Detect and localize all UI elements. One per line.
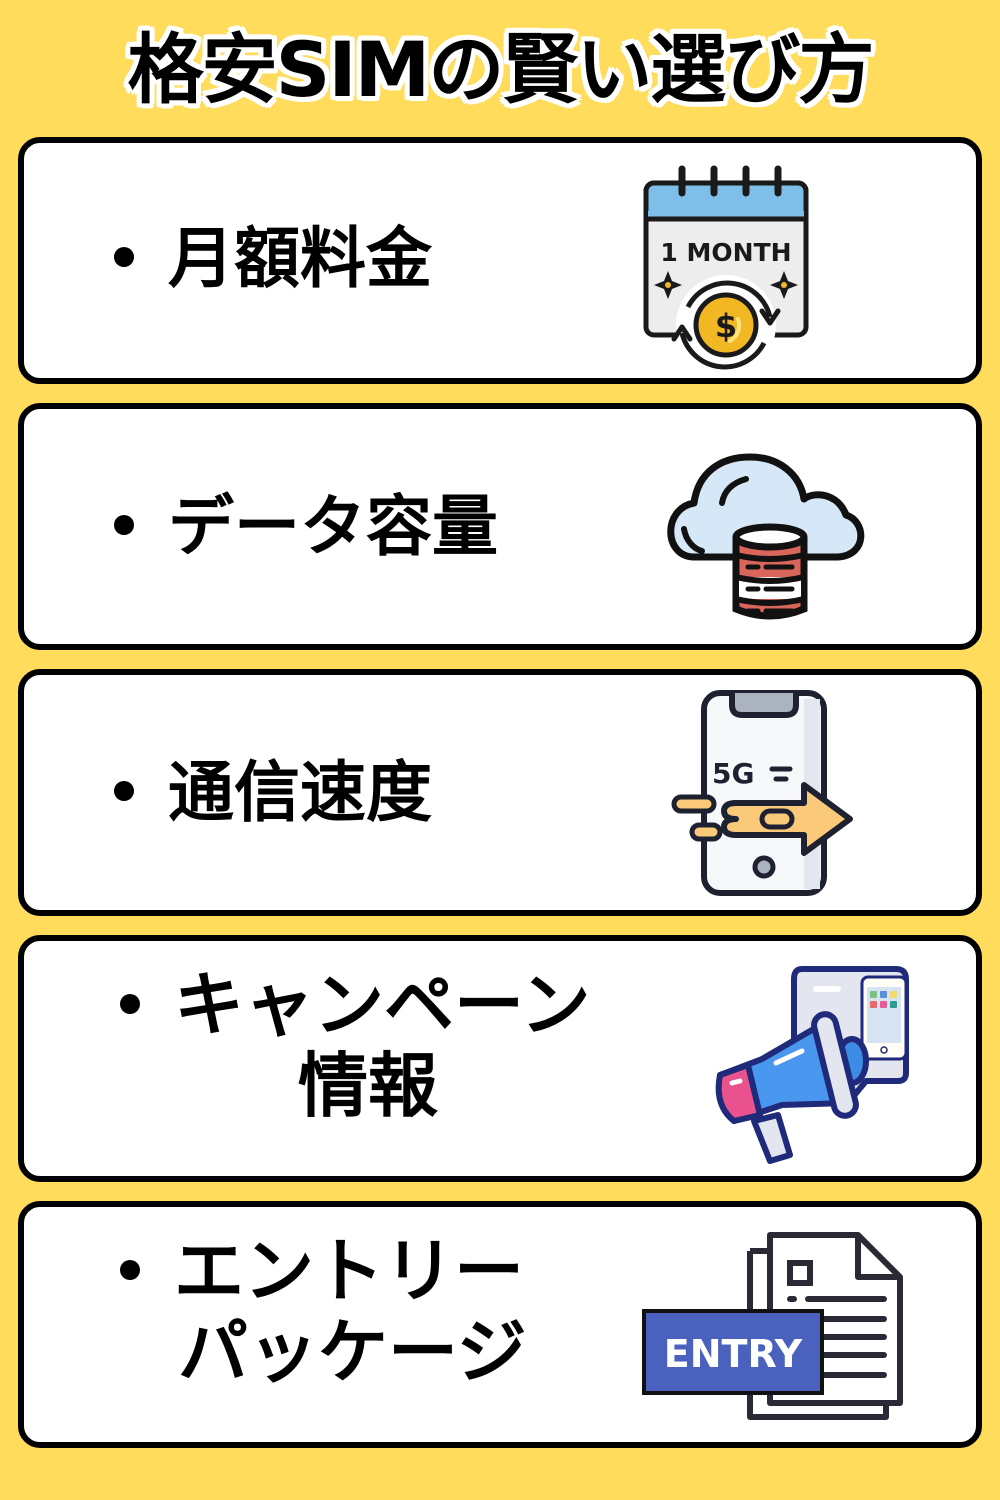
phone-5g-icon: 5G (671, 690, 853, 896)
svg-text:5G: 5G (712, 757, 754, 790)
cloud-database-icon (667, 453, 865, 620)
card-campaign-info: キャンペーン 情報 (18, 935, 982, 1182)
entry-document-icon: ENTRY (642, 1232, 903, 1420)
page-title: 格安SIMの賢い選び方 (127, 25, 875, 114)
bullet-icon (120, 1259, 140, 1280)
card-label: エントリー パッケージ (120, 1231, 527, 1392)
bullet-icon (114, 246, 134, 267)
card-label: 月額料金 (114, 221, 432, 297)
calendar-coin-icon: 1 MONTH $ (643, 165, 809, 375)
svg-text:ENTRY: ENTRY (664, 1332, 803, 1376)
card-entry-package: エントリー パッケージ ENTRY (18, 1201, 982, 1448)
card-label: キャンペーン 情報 (120, 965, 591, 1126)
card-label: データ容量 (114, 489, 498, 565)
svg-text:1 MONTH: 1 MONTH (660, 238, 791, 267)
bullet-icon (120, 993, 140, 1014)
megaphone-icon (715, 966, 909, 1164)
bullet-icon (114, 780, 134, 801)
bullet-icon (114, 514, 134, 535)
svg-text:$: $ (715, 307, 737, 345)
card-communication-speed: 通信速度 5G (18, 669, 982, 916)
card-monthly-fee: 月額料金 1 MONTH $ (18, 137, 982, 384)
card-label: 通信速度 (114, 755, 432, 831)
card-data-capacity: データ容量 (18, 403, 982, 650)
